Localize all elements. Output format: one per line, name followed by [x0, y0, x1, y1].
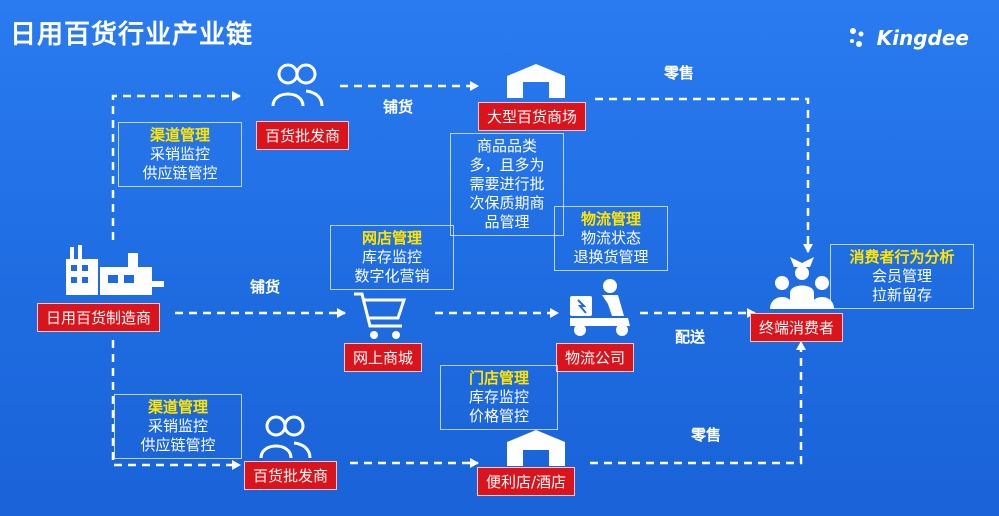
panel-title: 网店管理 [361, 229, 422, 247]
panel-title: 门店管理 [468, 369, 529, 387]
panel-online-store-management: 网店管理 库存监控 数字化营销 [330, 225, 454, 290]
panel-line: 库存监控 [361, 248, 422, 266]
cart-icon [354, 292, 407, 339]
warehouse-icon [507, 64, 565, 98]
panel-channel-management-bottom: 渠道管理 采销监控 供应链管控 [114, 394, 242, 459]
node-wholesaler-top: 百货批发商 [256, 121, 350, 150]
panel-line: 商品品类 [476, 137, 537, 155]
node-online-mall: 网上商城 [344, 343, 423, 372]
panel-title: 物流管理 [580, 210, 641, 228]
panel-line: 库存监控 [468, 388, 529, 406]
kingdee-logo-icon [849, 28, 864, 47]
edge-dept-consumer [595, 97, 813, 253]
panel-consumer-behavior: 消费者行为分析 会员管理 拉新留存 [830, 244, 974, 309]
node-consumer: 终端消费者 [750, 313, 844, 342]
edge-label-distribute-mid: 铺货 [250, 278, 281, 296]
people-icon [271, 63, 324, 107]
panel-line: 物流状态 [580, 229, 641, 247]
store-icon [507, 430, 565, 466]
brand-name: Kingdee [876, 26, 969, 50]
panel-line: 会员管理 [871, 267, 932, 285]
panel-line: 采销监控 [147, 417, 208, 435]
panel-line: 多，且多为 [469, 156, 545, 174]
node-manufacturer: 日用百货制造商 [37, 303, 161, 332]
panel-line: 供应链管控 [140, 436, 216, 454]
factory-icon [66, 245, 164, 295]
panel-channel-management-top: 渠道管理 采销监控 供应链管控 [118, 122, 242, 187]
edge-store-consumer [590, 341, 806, 465]
panel-line: 拉新留存 [871, 286, 932, 304]
delivery-scooter-icon [570, 279, 630, 336]
panel-store-management: 门店管理 库存监控 价格管控 [440, 365, 558, 430]
panel-line: 品管理 [484, 213, 530, 231]
panel-title: 渠道管理 [147, 398, 208, 416]
edge-mfr-wholesaler-top [111, 91, 241, 240]
brand-logo: Kingdee [847, 26, 969, 50]
panel-category-note: 商品品类 多，且多为 需要进行批 次保质期商 品管理 [450, 133, 564, 236]
edge-label-delivery: 配送 [675, 328, 706, 346]
consumers-icon [770, 257, 834, 309]
panel-line: 采销监控 [149, 145, 210, 163]
panel-line: 价格管控 [468, 407, 529, 425]
panel-line: 退换货管理 [573, 248, 649, 266]
node-department-store: 大型百货商场 [478, 102, 587, 131]
people-icon [259, 415, 312, 459]
node-convenience-store: 便利店/酒店 [477, 467, 576, 496]
panel-logistics-management: 物流管理 物流状态 退换货管理 [554, 206, 668, 271]
edge-label-distribute-top: 铺货 [383, 98, 414, 116]
panel-title: 渠道管理 [149, 126, 210, 144]
edge-label-retail-bottom: 零售 [691, 426, 722, 444]
panel-title: 消费者行为分析 [849, 248, 955, 266]
edge-label-retail-top: 零售 [664, 64, 695, 82]
panel-line: 数字化营销 [354, 267, 430, 285]
panel-line: 供应链管控 [142, 164, 218, 182]
page-title: 日用百货行业产业链 [10, 20, 254, 50]
node-logistics-company: 物流公司 [556, 343, 635, 372]
panel-line: 次保质期商 [469, 194, 545, 212]
panel-line: 需要进行批 [469, 175, 545, 193]
node-wholesaler-bottom: 百货批发商 [244, 461, 338, 490]
